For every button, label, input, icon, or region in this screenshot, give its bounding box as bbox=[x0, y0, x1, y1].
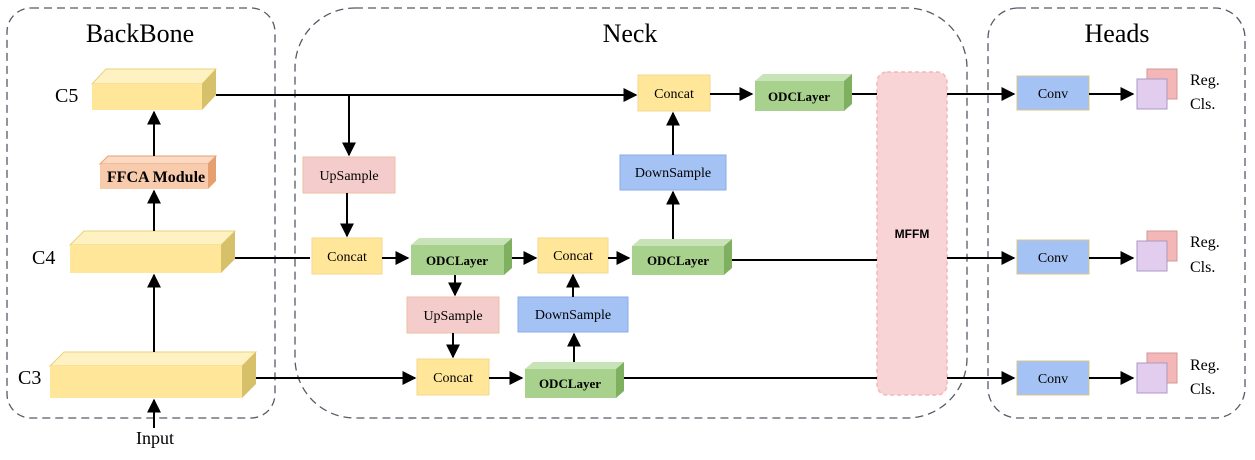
concat-box-3 bbox=[537, 237, 609, 274]
conv-box-1 bbox=[1016, 75, 1090, 111]
conv-label-2: Conv bbox=[1038, 251, 1068, 266]
odclayer-label-2: ODCLayer bbox=[539, 376, 601, 391]
cls-label-2: Cls. bbox=[1190, 259, 1215, 276]
upsample-label-1: UpSample bbox=[319, 169, 378, 184]
concat-label-4: Concat bbox=[654, 87, 694, 102]
c5-label: C5 bbox=[55, 85, 78, 107]
odclayer-label-3: ODCLayer bbox=[647, 253, 709, 268]
cls-label-1: Cls. bbox=[1190, 96, 1215, 113]
odclayer-block-2 bbox=[525, 362, 624, 398]
output-stack-2 bbox=[1136, 230, 1178, 272]
input-label: Input bbox=[136, 428, 174, 448]
output-stack-3 bbox=[1136, 352, 1178, 394]
c4-block bbox=[68, 230, 237, 273]
c5-block bbox=[90, 68, 218, 110]
upsample-box-1 bbox=[302, 156, 396, 194]
heads-title: Heads bbox=[1085, 19, 1150, 48]
ffca-module-label: FFCA Module bbox=[107, 169, 205, 186]
c3-block bbox=[48, 351, 258, 398]
mffm-label: MFFM bbox=[895, 227, 930, 241]
heads-group bbox=[987, 7, 1246, 419]
cls-label-3: Cls. bbox=[1190, 381, 1215, 398]
concat-label-2: Concat bbox=[433, 371, 473, 386]
reg-label-2: Reg. bbox=[1190, 234, 1220, 251]
odclayer-block-1 bbox=[411, 238, 512, 275]
backbone-title: BackBone bbox=[86, 19, 194, 48]
odclayer-block-4 bbox=[755, 74, 852, 111]
odclayer-block-3 bbox=[632, 239, 732, 275]
conv-box-2 bbox=[1016, 239, 1090, 275]
concat-box-2 bbox=[416, 358, 490, 396]
conv-label-3: Conv bbox=[1038, 372, 1068, 387]
downsample-label-2: DownSample bbox=[635, 166, 711, 181]
downsample-box-2 bbox=[619, 154, 727, 191]
neck-group bbox=[294, 7, 968, 419]
reg-label-3: Reg. bbox=[1190, 357, 1220, 374]
conv-label-1: Conv bbox=[1038, 87, 1068, 102]
conv-box-3 bbox=[1016, 360, 1090, 396]
neck-title: Neck bbox=[603, 19, 658, 48]
c3-label: C3 bbox=[18, 367, 41, 389]
concat-label-3: Concat bbox=[553, 249, 593, 264]
mffm-block bbox=[876, 71, 948, 396]
downsample-label-1: DownSample bbox=[535, 308, 611, 323]
backbone-group bbox=[6, 7, 276, 419]
reg-label-1: Reg. bbox=[1190, 72, 1220, 89]
odclayer-label-4: ODCLayer bbox=[768, 89, 830, 104]
concat-box-1 bbox=[311, 237, 383, 275]
upsample-label-2: UpSample bbox=[423, 309, 482, 324]
ffca-module-block bbox=[98, 155, 218, 189]
downsample-box-1 bbox=[517, 296, 629, 333]
output-stack-1 bbox=[1136, 68, 1178, 110]
concat-label-1: Concat bbox=[327, 250, 367, 265]
odclayer-label-1: ODCLayer bbox=[426, 253, 488, 268]
c4-label: C4 bbox=[32, 247, 55, 269]
